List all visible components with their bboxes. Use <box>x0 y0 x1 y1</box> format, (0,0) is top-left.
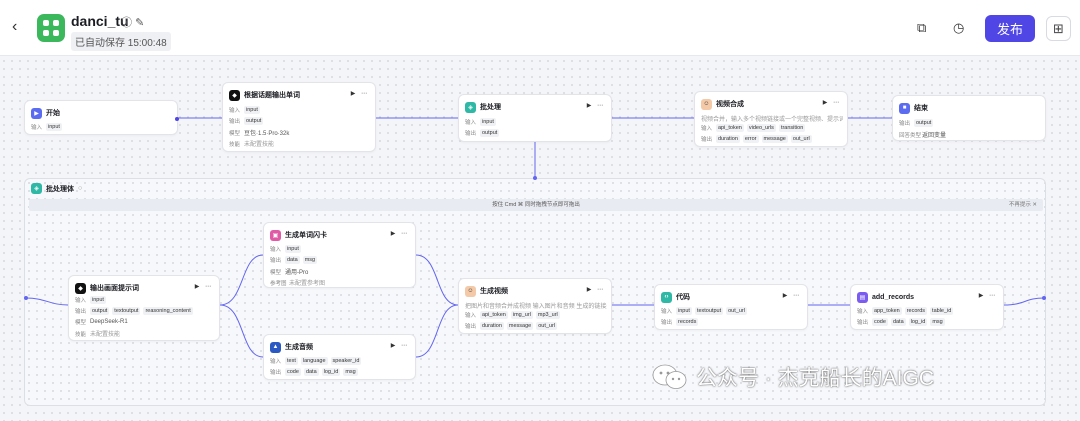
end-icon: ■ <box>899 102 910 114</box>
plugin-avatar-icon: ☺ <box>465 285 476 297</box>
autosave-status: 已自动保存 15:00:48 <box>71 32 171 51</box>
node-run-menu-icon[interactable]: ▶ ⋯ <box>350 91 369 97</box>
dismiss-hint-button[interactable]: 不再提示 ✕ <box>1008 202 1037 208</box>
batch-icon: ◈ <box>31 183 42 194</box>
node-run-menu-icon[interactable]: ▶ ⋯ <box>782 293 801 299</box>
workflow-title: danci_tu <box>71 13 129 29</box>
copy-icon[interactable]: ⧉ <box>917 20 927 35</box>
plugin-avatar-icon: ☺ <box>701 98 712 110</box>
watermark: 公众号 · 杰克船长的AIGC <box>652 362 934 392</box>
comment-icon[interactable]: ○ <box>78 185 83 192</box>
llm-icon: ◆ <box>229 89 240 101</box>
node-run-menu-icon[interactable]: ▶ ⋯ <box>586 103 605 109</box>
history-icon[interactable]: ◷ <box>953 20 965 35</box>
audio-icon: ▲ <box>270 341 281 353</box>
app-icon <box>37 14 65 42</box>
node-run-menu-icon[interactable]: ▶ ⋯ <box>822 100 841 106</box>
node-run-menu-icon[interactable]: ▶ ⋯ <box>586 287 605 293</box>
batch-icon: ◈ <box>465 101 476 113</box>
llm-icon: ◆ <box>75 282 86 294</box>
node-run-menu-icon[interactable]: ▶ ⋯ <box>390 231 409 237</box>
node-run-menu-icon[interactable]: ▶ ⋯ <box>390 343 409 349</box>
edit-icon[interactable]: ✎ <box>135 17 145 29</box>
drag-hint-bar: 按住 Cmd ⌘ 同时拖拽节点即可拖出 不再提示 ✕ <box>29 199 1043 211</box>
info-icon[interactable]: ⓘ <box>121 17 132 29</box>
node-run-menu-icon[interactable]: ▶ ⋯ <box>978 293 997 299</box>
wechat-icon <box>652 364 687 389</box>
code-icon: ‹› <box>661 291 672 303</box>
add-panel-icon[interactable]: ⊞ <box>1046 16 1071 41</box>
batch-body-title: ◈ 批处理体 ○ <box>31 183 82 194</box>
start-icon: ▶ <box>31 107 42 119</box>
image-gen-icon: ▣ <box>270 229 281 241</box>
node-run-menu-icon[interactable]: ▶ ⋯ <box>194 284 213 290</box>
node-video-gen[interactable]: ☺生成视频 ▶ ⋯ 把图片和音频合并成视频 输入图片和音频 生成的链接是异步… … <box>458 278 612 334</box>
plugin-icon: ▤ <box>857 291 868 303</box>
node-video-merge[interactable]: ☺视频合成 ▶ ⋯ 视频合并，输入多个视频链接或一个完整视频、提示词，请使… 输… <box>694 91 848 147</box>
back-arrow-icon[interactable]: ‹ <box>12 18 18 35</box>
publish-button[interactable]: 发布 <box>985 15 1035 42</box>
editor-header: ‹ danci_tu ⓘ ✎ 已自动保存 15:00:48 ⧉ ◷ 发布 ⊞ <box>0 0 1080 56</box>
